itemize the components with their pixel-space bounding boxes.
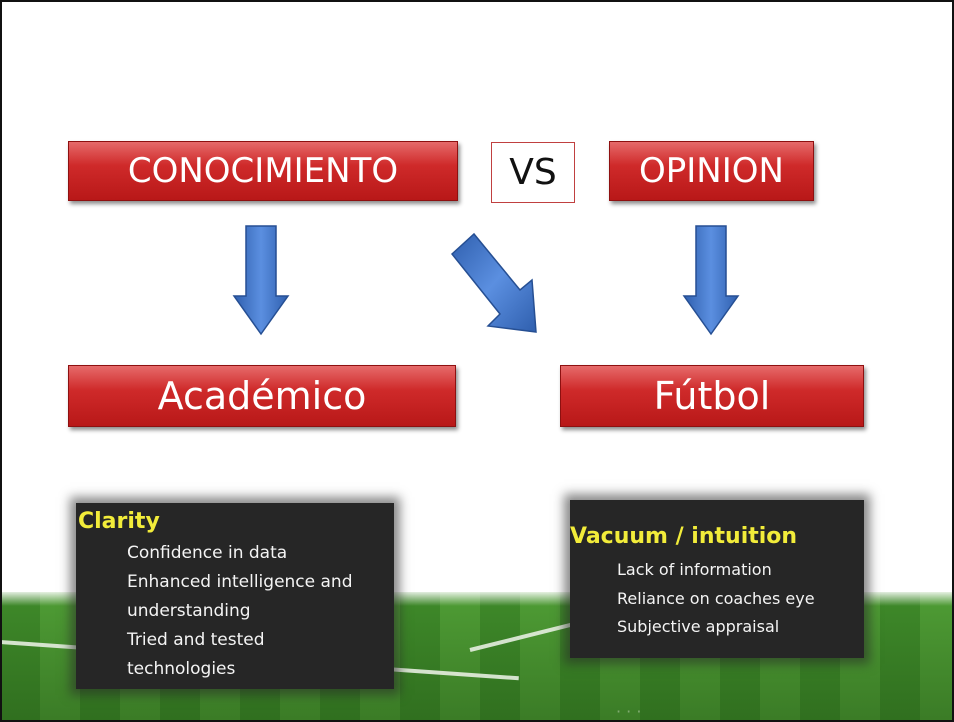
- conocimiento-box: CONOCIMIENTO: [68, 141, 458, 201]
- opinion-box: OPINION: [609, 141, 814, 201]
- list-item: Enhanced intelligence and: [127, 572, 353, 592]
- list-item: understanding: [127, 601, 251, 621]
- list-item: Lack of information: [617, 560, 772, 579]
- academico-label: Académico: [157, 374, 367, 418]
- vacuum-panel: Vacuum / intuition Lack of information R…: [570, 500, 864, 658]
- clarity-heading: Clarity: [78, 509, 160, 534]
- watermark: · · ·: [616, 702, 642, 721]
- list-item: Tried and tested: [127, 630, 265, 650]
- list-item: Confidence in data: [127, 543, 288, 563]
- vacuum-heading: Vacuum / intuition: [570, 524, 798, 549]
- list-item: Reliance on coaches eye: [617, 589, 815, 608]
- vs-label: VS: [509, 152, 557, 193]
- list-item: technologies: [127, 659, 236, 679]
- futbol-box: Fútbol: [560, 365, 864, 427]
- list-item: Subjective appraisal: [617, 617, 780, 636]
- opinion-label: OPINION: [639, 151, 784, 191]
- down-arrow-icon: [232, 225, 290, 336]
- clarity-panel: Clarity Confidence in data Enhanced inte…: [76, 503, 394, 689]
- futbol-label: Fútbol: [653, 374, 771, 418]
- vs-box: VS: [491, 142, 575, 203]
- academico-box: Académico: [68, 365, 456, 427]
- diagonal-arrow-icon: [450, 232, 537, 333]
- down-arrow-icon: [682, 225, 740, 336]
- conocimiento-label: CONOCIMIENTO: [127, 151, 399, 191]
